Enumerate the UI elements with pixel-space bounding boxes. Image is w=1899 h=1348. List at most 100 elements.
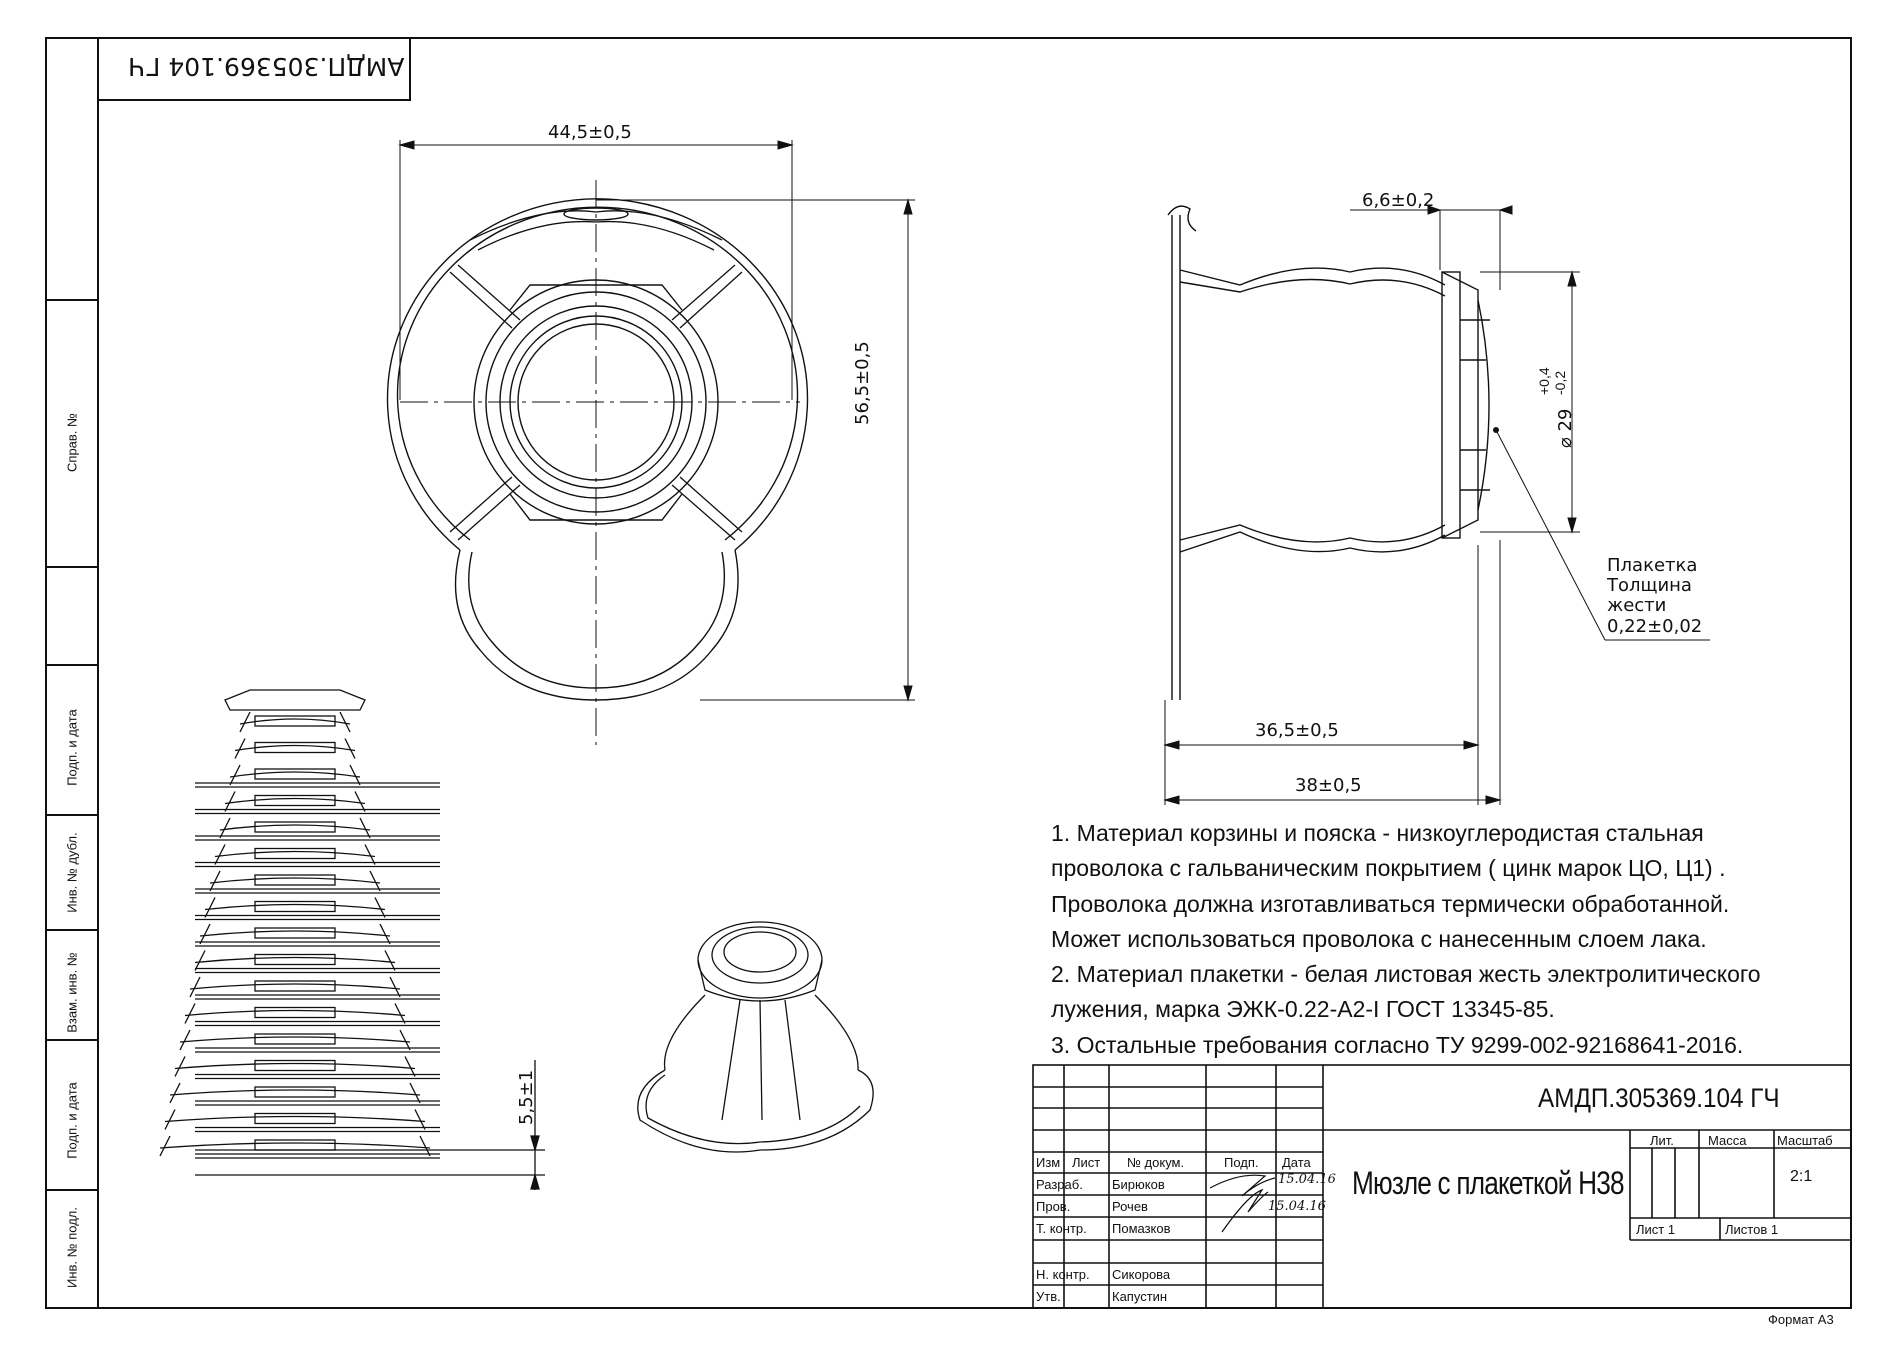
stack-row-line (254, 1112, 336, 1125)
stack-row-line (189, 976, 201, 998)
stack-row-line (419, 1135, 431, 1157)
note-line: лужения, марка ЭЖК-0.22-А2-I ГОСТ 13345-… (1051, 996, 1555, 1023)
dim-side-len-outer: 38±0,5 (1295, 775, 1362, 796)
tb-scale-value: 2:1 (1790, 1168, 1813, 1185)
stack-row-line (414, 1109, 426, 1130)
stack-row-line (219, 817, 231, 839)
side-label-inv-dubl: Инв. № дубл. (64, 832, 80, 913)
title-block-doc-code: АМДП.305369.104 ГЧ (1538, 1083, 1780, 1113)
side-label-vzam: Взам. инв. № (64, 952, 80, 1033)
stack-row-line (199, 923, 211, 945)
stack-row-line (174, 1062, 416, 1070)
stack-row-line (234, 744, 356, 752)
top-view (386, 180, 809, 745)
tb-name-2: Помазков (1112, 1221, 1171, 1236)
stack-row-line (169, 1089, 421, 1096)
tb-header-date: Дата (1282, 1155, 1311, 1170)
note-line: 2. Материал плакетки - белая листовая же… (1051, 961, 1761, 988)
stack-row-line (254, 1086, 336, 1098)
stack-row-line (389, 976, 401, 998)
dim-stack-pitch: 5,5±1 (516, 1069, 537, 1125)
stack-row-line (349, 764, 361, 786)
side-view (1167, 205, 1490, 700)
side-view-dims (1163, 205, 1710, 805)
side-label-podp-1: Подп. и дата (64, 709, 80, 786)
stack-row-line (209, 877, 381, 884)
tb-date-0: 15.04.16 (1278, 1172, 1336, 1187)
dim-side-diam-upper: +0,4 (1536, 367, 1552, 395)
stack-row-line (344, 738, 356, 759)
stack-row-line (254, 1059, 336, 1072)
note-line: Может использоваться проволока с нанесен… (1051, 925, 1707, 952)
stack-row-line (239, 718, 351, 725)
stack-row-line (254, 1033, 336, 1045)
stack-row-line (254, 927, 336, 939)
stack-row-line (254, 794, 336, 807)
stack-row-line (254, 741, 336, 754)
stack-row-line (399, 1029, 411, 1051)
stack-row-line (254, 768, 336, 780)
stack-row-line (359, 817, 371, 839)
note-line: Проволока должна изготавливаться термиче… (1051, 890, 1730, 917)
stamp-code: АМДП.305369.104 ГЧ (128, 52, 405, 81)
top-view-dims (398, 140, 915, 702)
tb-role-1: Пров. (1036, 1199, 1071, 1214)
dim-top-width: 44,5±0,5 (548, 122, 632, 143)
stack-row-line (204, 897, 216, 918)
stack-row-line (209, 870, 221, 892)
dim-side-diam: ⌀ 29 (1555, 408, 1576, 448)
tb-role-3: Н. контр. (1036, 1267, 1090, 1282)
dim-side-len-inner: 36,5±0,5 (1255, 720, 1339, 741)
dim-top-height: 56,5±0,5 (852, 341, 873, 425)
stack-row-line (254, 874, 336, 886)
title-block-lines (1032, 1064, 1852, 1309)
stack-row-line (379, 923, 391, 945)
stack-row-line (189, 983, 401, 990)
stack-row-line (254, 980, 336, 992)
callout-line-4: 0,22±0,02 (1607, 616, 1703, 637)
tb-sheets-label: Листов 1 (1725, 1222, 1779, 1237)
stack-row-line (369, 870, 381, 892)
tb-name-0: Бирюков (1112, 1177, 1165, 1192)
title-block-title: Мюзле с плакеткой Н38 (1352, 1165, 1625, 1201)
stack-row-line (254, 953, 336, 966)
stack-row-line (194, 956, 396, 964)
stack-row-line (229, 771, 361, 778)
technical-notes: 1. Материал корзины и пояска - низкоугле… (1051, 816, 1851, 1063)
tb-header-docnum: № докум. (1127, 1155, 1185, 1170)
tb-header-izm: Изм (1036, 1155, 1061, 1170)
stack-row-line (174, 1056, 186, 1077)
stack-row-line (164, 1109, 176, 1130)
dim-side-diam-lower: -0,2 (1552, 370, 1568, 395)
tb-name-1: Рочев (1112, 1199, 1148, 1214)
stack-row-line (179, 1029, 191, 1051)
dim-side-top: 6,6±0,2 (1362, 190, 1435, 211)
tb-role-4: Утв. (1036, 1289, 1061, 1304)
tb-mass-label: Масса (1708, 1133, 1747, 1148)
tb-scale-label: Масштаб (1777, 1133, 1833, 1148)
stack-row-line (204, 903, 386, 911)
stack-row-line (254, 900, 336, 913)
stack-row-line (394, 1003, 406, 1024)
tb-date-1: 15.04.16 (1268, 1199, 1326, 1214)
stack-row-line (214, 844, 226, 865)
callout-line-2: Толщина (1607, 575, 1692, 596)
stack-row-line (404, 1056, 416, 1077)
iso-view (637, 921, 874, 1153)
tb-header-podp: Подп. (1224, 1155, 1259, 1170)
stack-row-line (184, 1003, 196, 1024)
stack-row-line (199, 930, 391, 937)
stack-row-line (239, 711, 251, 733)
tb-role-2: Т. контр. (1036, 1221, 1087, 1236)
stack-view (159, 689, 545, 1190)
stack-row-line (254, 847, 336, 860)
stack-row-line (254, 1139, 336, 1151)
tb-name-3: Сикорова (1112, 1267, 1171, 1282)
side-label-sprav: Справ. № (64, 413, 80, 472)
note-line: проволока с гальваническим покрытием ( ц… (1051, 855, 1726, 882)
stack-row-line (164, 1115, 426, 1123)
tb-header-list: Лист (1072, 1155, 1101, 1170)
stack-row-line (224, 791, 236, 812)
stack-row-line (409, 1082, 421, 1104)
stack-row-line (159, 1135, 171, 1157)
